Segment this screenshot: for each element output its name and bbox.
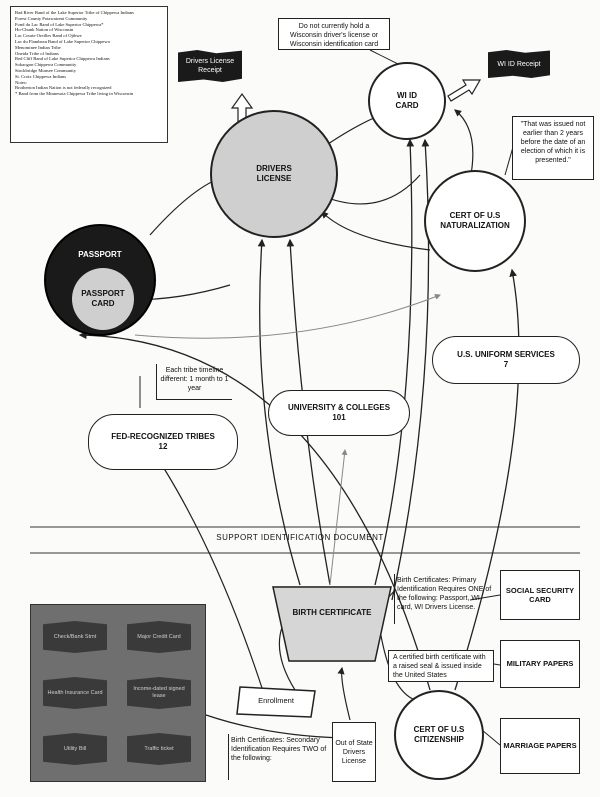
drivers-license-node: DRIVERS LICENSE bbox=[210, 110, 338, 238]
legend-item: Red Cliff Band of Lake Superior Chippewa… bbox=[15, 56, 110, 62]
us-uniform-count: 7 bbox=[503, 360, 509, 369]
legend-item: Fond du Lac Band of Lake Superior Chippe… bbox=[15, 21, 104, 27]
birth-certificate-outline bbox=[272, 586, 392, 662]
passport-label: PASSPORT bbox=[78, 250, 122, 259]
fed-tribes-label: FED-RECOGNIZED TRIBES bbox=[111, 432, 215, 441]
marriage-papers-node: MARRIAGE PAPERS bbox=[500, 718, 580, 774]
wi-id-receipt: WI ID Receipt bbox=[488, 50, 550, 78]
legend-note: Brotherton Indian Nation is not federall… bbox=[15, 85, 112, 91]
fed-recognized-tribes-node: FED-RECOGNIZED TRIBES 12 bbox=[88, 414, 238, 470]
raised-seal-note: A certified birth certificate with a rai… bbox=[388, 650, 494, 682]
tribe-timeline-note: Each tribe timeline different: 1 month t… bbox=[156, 364, 232, 400]
secondary-doc: Check/Bank Stmt bbox=[43, 621, 107, 653]
cert-naturalization-node: CERT OF U.S NATURALIZATION bbox=[424, 170, 526, 272]
social-security-card-node: SOCIAL SECURITY CARD bbox=[500, 570, 580, 620]
university-count: 101 bbox=[332, 413, 346, 422]
legend-item: Stockbridge Munsee Community bbox=[15, 67, 76, 73]
university-label: UNIVERSITY & COLLEGES bbox=[287, 403, 391, 412]
legend-item: Bad River Band of the Lake Superior Trib… bbox=[15, 10, 134, 15]
secondary-id-note: Birth Certificates: Secondary Identifica… bbox=[228, 734, 332, 780]
secondary-doc: Income-dated signed lease bbox=[127, 677, 191, 709]
passport-card-node: PASSPORT CARD bbox=[72, 268, 134, 330]
us-uniform-label: U.S. UNIFORM SERVICES bbox=[457, 350, 555, 359]
enrollment-node: Enrollment bbox=[236, 686, 316, 718]
legend-item: Lac Courte Oreilles Band of Ojibwe bbox=[15, 33, 82, 39]
legend-item: St. Croix Chippewa Indians bbox=[15, 73, 67, 79]
legend-item: Sokaogon Chippewa Community bbox=[15, 62, 77, 68]
out-of-state-license-node: Out of State Drivers License bbox=[332, 722, 376, 782]
legend-notes-label: Notes: bbox=[15, 79, 27, 85]
birth-certificate-label: BIRTH CERTIFICATE bbox=[292, 608, 372, 617]
drivers-license-receipt: Drivers License Receipt bbox=[178, 50, 242, 82]
fed-tribes-count: 12 bbox=[158, 442, 168, 451]
enrollment-outline bbox=[236, 686, 316, 718]
secondary-docs-panel: Check/Bank Stmt Major Credit Card Health… bbox=[30, 604, 206, 782]
legend-note: * Band from the Minnesota Chippewa Tribe… bbox=[15, 91, 134, 97]
legend-item: Forest County Potawatomi Community bbox=[15, 15, 88, 21]
secondary-doc: Utility Bill bbox=[43, 733, 107, 765]
secondary-doc: Major Credit Card bbox=[127, 621, 191, 653]
legend-item: Oneida Tribe of Indians bbox=[15, 50, 59, 56]
drivers-license-label: DRIVERS LICENSE bbox=[256, 164, 292, 183]
cert-naturalization-label: CERT OF U.S NATURALIZATION bbox=[440, 211, 510, 230]
wi-id-card-label: WI ID CARD bbox=[395, 91, 419, 110]
wi-id-card-node: WI ID CARD bbox=[368, 62, 446, 140]
legend-item: Lac du Flambeau Band of Lake Superior Ch… bbox=[15, 38, 110, 44]
military-papers-node: MILITARY PAPERS bbox=[500, 640, 580, 688]
birth-certificate-shape bbox=[272, 586, 392, 662]
cert-citizenship-node: CERT OF U.S CITIZENSHIP bbox=[394, 690, 484, 780]
enrollment-label: Enrollment bbox=[258, 696, 294, 705]
primary-id-note: Birth Certificates: Primary Identificati… bbox=[394, 574, 498, 624]
passport-node: PASSPORT PASSPORT CARD bbox=[44, 224, 156, 336]
passport-card-label: PASSPORT CARD bbox=[81, 289, 125, 308]
university-colleges-node: UNIVERSITY & COLLEGES 101 bbox=[268, 390, 410, 436]
legend-item: Ho-Chunk Nation of Wisconsin bbox=[15, 27, 74, 33]
naturalization-date-note: "That was issued not earlier than 2 year… bbox=[512, 116, 594, 180]
secondary-doc: Health Insurance Card bbox=[43, 677, 107, 709]
tribes-legend: Bad River Band of the Lake Superior Trib… bbox=[10, 6, 168, 143]
us-uniform-services-node: U.S. UNIFORM SERVICES 7 bbox=[432, 336, 580, 384]
no-license-note: Do not currently hold a Wisconsin driver… bbox=[278, 18, 390, 50]
cert-citizenship-label: CERT OF U.S CITIZENSHIP bbox=[413, 725, 465, 744]
section-label: SUPPORT IDENTIFICATION DOCUMENT bbox=[216, 533, 384, 542]
secondary-doc: Traffic ticket bbox=[127, 733, 191, 765]
legend-item: Menominee Indian Tribe bbox=[15, 44, 61, 50]
